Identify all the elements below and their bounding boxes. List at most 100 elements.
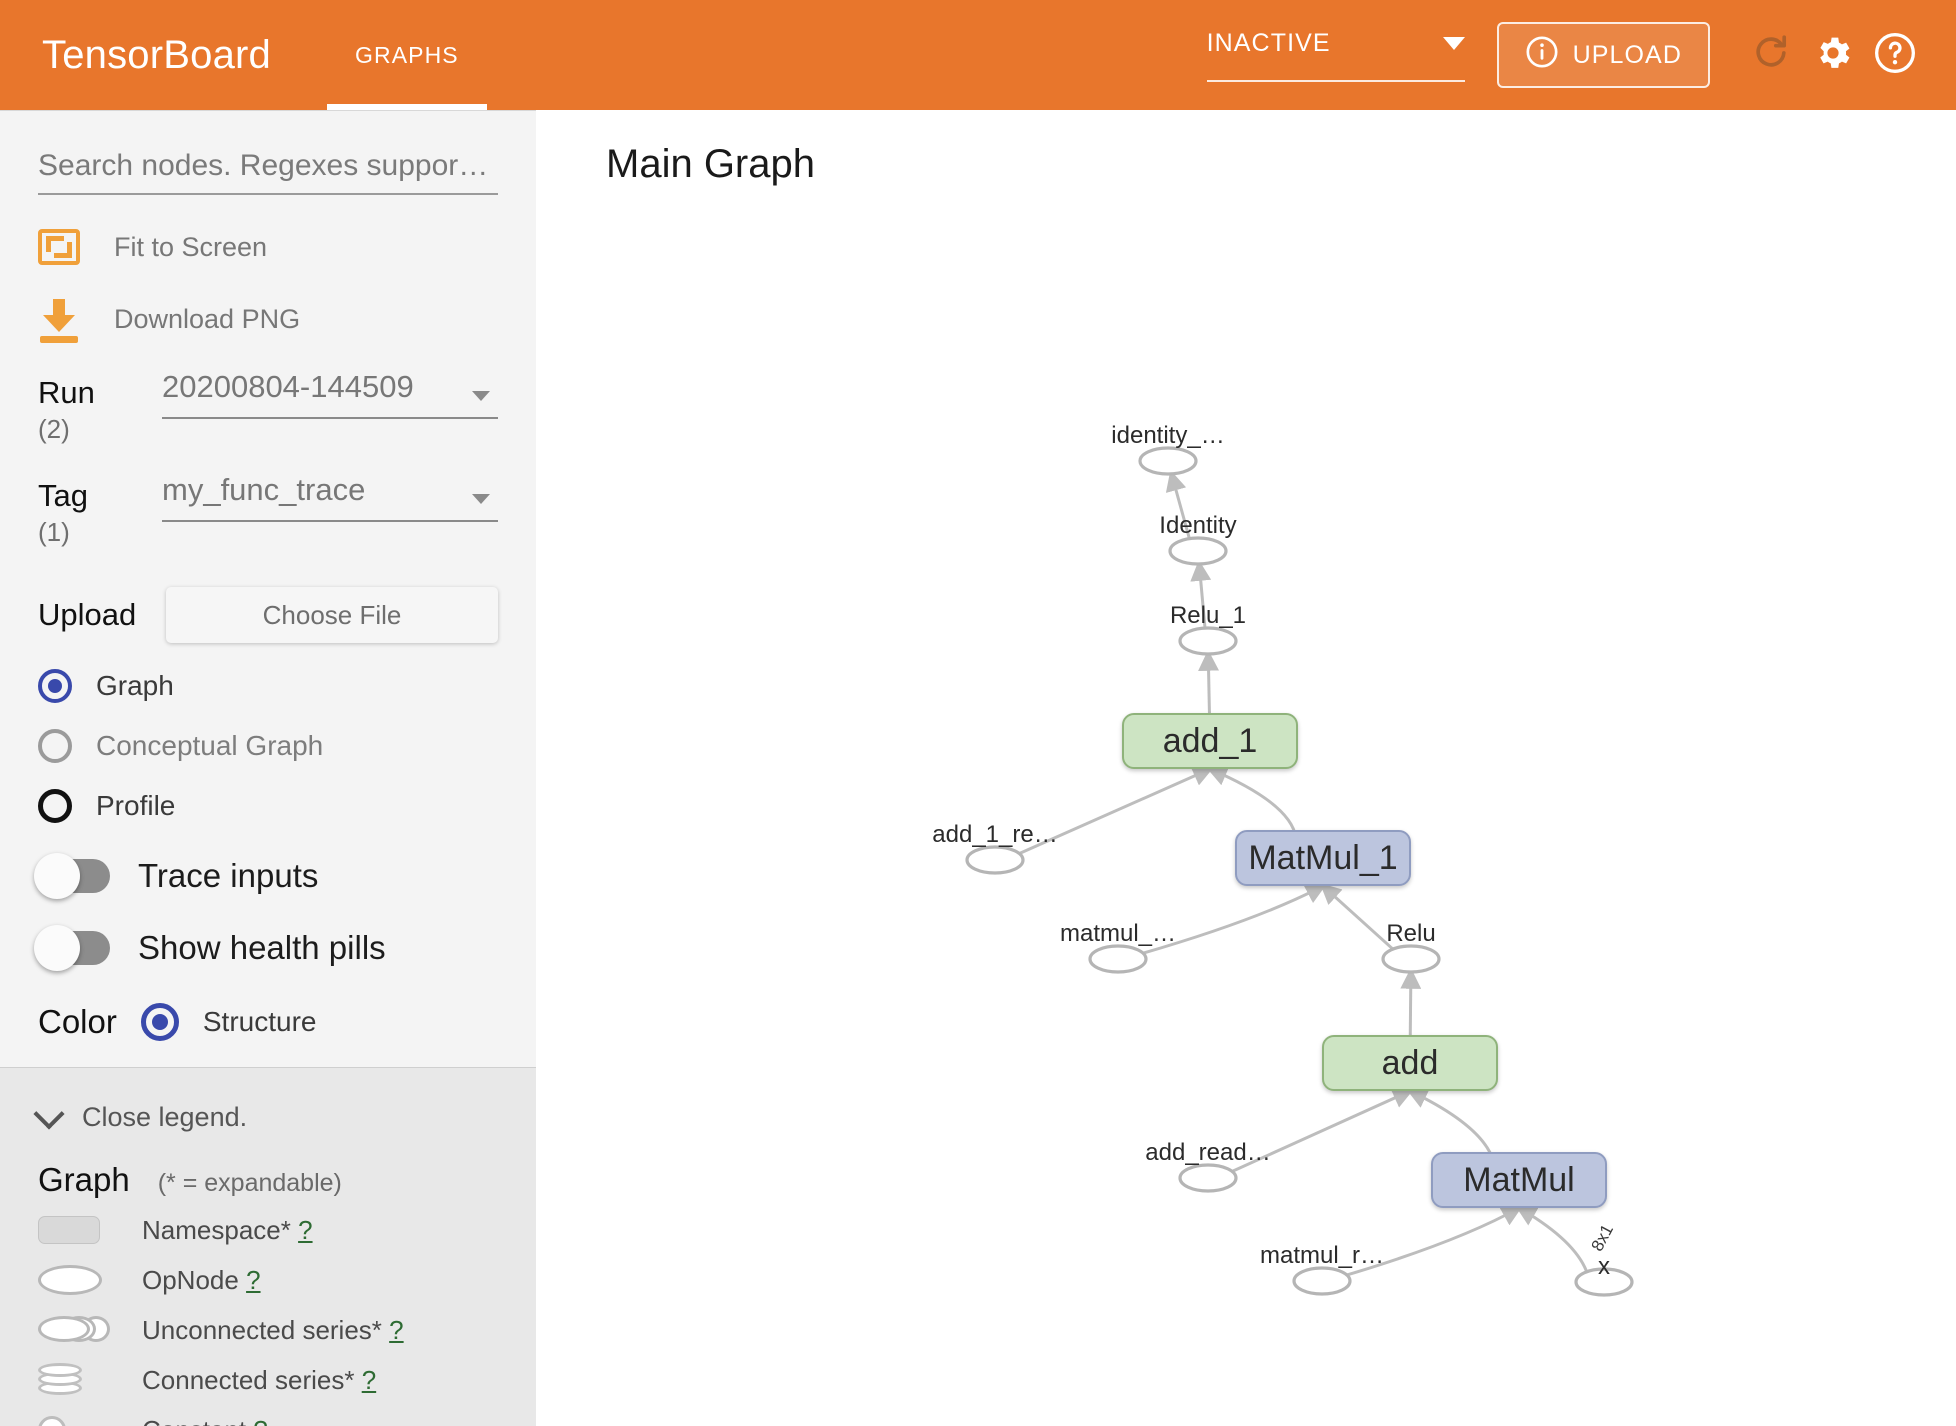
app-brand: TensorBoard [42, 32, 271, 77]
fit-to-screen-button[interactable]: Fit to Screen [38, 229, 498, 265]
graph-edge-add-to-Relu [1400, 967, 1422, 1036]
tab-graphs[interactable]: GRAPHS [327, 0, 487, 110]
tag-selector-row: Tag (1) my_func_trace [38, 472, 498, 545]
graph-edge-Relu_1-to-Identity [1190, 559, 1212, 629]
graph-node-Relu[interactable] [1381, 944, 1441, 974]
top-bar-actions: INACTIVE UPLOAD [1206, 22, 1956, 88]
radio-structure-label: Structure [202, 1006, 317, 1037]
graph-node-MatMul_1[interactable]: MatMul_1 [1235, 830, 1411, 886]
tag-select[interactable]: my_func_trace [162, 472, 498, 522]
graph-node-label-identity_out: identity_… [1111, 422, 1225, 449]
color-label: Color [38, 1003, 117, 1040]
graph-edge-add_1_read-to-add_1 [1017, 766, 1214, 856]
chevron-down-icon [33, 1097, 65, 1130]
help-circle-icon [1873, 31, 1917, 80]
opnode-swatch-icon [38, 1265, 116, 1295]
download-png-button[interactable]: Download PNG [38, 299, 498, 343]
graph-edge-matmul_read-to-MatMul [1345, 1205, 1523, 1277]
fit-to-screen-label: Fit to Screen [114, 231, 268, 262]
graph-edge-add_1-to-Relu_1 [1198, 649, 1220, 714]
graph-node-label-Identity: Identity [1159, 512, 1237, 539]
toggle-trace-inputs-switch [34, 853, 110, 899]
sidebar-controls: Fit to Screen Download PNG Run (2) 20200… [0, 149, 536, 1067]
connected-series-swatch-icon [38, 1363, 116, 1397]
radio-conceptual-graph[interactable]: Conceptual Graph [38, 729, 498, 763]
graph-node-label-matmul_read: matmul_r… [1259, 1242, 1385, 1269]
help-button[interactable] [1864, 24, 1926, 86]
tag-value: my_func_trace [162, 472, 366, 507]
run-selector-row: Run (2) 20200804-144509 [38, 369, 498, 442]
radio-profile-indicator [38, 789, 72, 823]
graph-edge-MatMul-to-add [1406, 1088, 1495, 1161]
search-input[interactable] [38, 149, 498, 183]
tab-graphs-label: GRAPHS [355, 41, 459, 68]
legend-item-constant: Constant ? [38, 1411, 498, 1426]
upload-label: Upload [38, 597, 137, 632]
tag-label: Tag [38, 478, 88, 513]
legend-namespace-help[interactable]: ? [298, 1214, 313, 1245]
download-png-label: Download PNG [114, 303, 301, 334]
graph-node-label-Relu_1: Relu_1 [1169, 602, 1247, 629]
graph-node-add[interactable]: add [1322, 1035, 1498, 1091]
graph-node-x[interactable] [1574, 1267, 1634, 1297]
legend-unconnected-series-help[interactable]: ? [389, 1314, 404, 1345]
graph-node-label-Relu: Relu [1386, 920, 1436, 947]
radio-profile[interactable]: Profile [38, 789, 498, 823]
radio-structure-indicator[interactable] [140, 1003, 179, 1041]
toggle-show-health-pills-label: Show health pills [138, 929, 386, 966]
run-select[interactable]: 20200804-144509 [162, 369, 498, 419]
legend-panel: Close legend. Graph (* = expandable) Nam… [0, 1067, 536, 1426]
graph-node-label-add_1_read: add_1_re… [932, 821, 1058, 848]
close-legend-button[interactable]: Close legend. [33, 1097, 498, 1133]
graph-node-label-matmul_1_read: matmul_… [1059, 920, 1177, 947]
nav-tabs: GRAPHS [327, 0, 487, 110]
choose-file-label: Choose File [262, 599, 402, 630]
graph-svg [965, 446, 1634, 1297]
tag-count: (1) [38, 517, 70, 547]
radio-conceptual-graph-label: Conceptual Graph [96, 730, 324, 761]
legend-opnode-help[interactable]: ? [246, 1264, 261, 1295]
upload-button[interactable]: UPLOAD [1496, 22, 1710, 88]
chevron-down-icon [1442, 36, 1465, 50]
left-sidebar: Fit to Screen Download PNG Run (2) 20200… [0, 110, 536, 1426]
unconnected-series-swatch-icon [38, 1314, 116, 1346]
legend-item-connected-series: Connected series* ? [38, 1361, 498, 1399]
toggle-show-health-pills[interactable]: Show health pills [34, 925, 498, 971]
graph-edge-matmul_1_read-to-MatMul_1 [1141, 884, 1327, 955]
legend-namespace-label: Namespace* [142, 1214, 291, 1245]
gear-icon [1812, 32, 1854, 79]
radio-graph[interactable]: Graph [38, 669, 498, 703]
status-value: INACTIVE [1206, 28, 1331, 57]
graph-node-add_1_read[interactable] [965, 845, 1025, 875]
graph-node-identity_out[interactable] [1138, 446, 1198, 476]
color-structure-row: Color Structure [38, 1003, 498, 1067]
toggle-trace-inputs[interactable]: Trace inputs [34, 853, 498, 899]
graph-node-MatMul[interactable]: MatMul [1431, 1152, 1607, 1208]
upload-button-label: UPLOAD [1572, 40, 1682, 69]
legend-item-unconnected-series: Unconnected series* ? [38, 1311, 498, 1349]
toggle-show-health-pills-switch [34, 925, 110, 971]
download-icon [38, 299, 80, 343]
toggle-trace-inputs-label: Trace inputs [138, 857, 319, 894]
top-app-bar: TensorBoard GRAPHS INACTIVE UPLOAD [0, 0, 1956, 110]
legend-connected-series-label: Connected series* [142, 1364, 355, 1395]
graph-node-Relu_1[interactable] [1178, 626, 1238, 656]
graph-edge-Identity-to-identity_out [1165, 469, 1192, 540]
graph-node-add_1[interactable]: add_1 [1122, 713, 1298, 769]
legend-header: Graph (* = expandable) [38, 1161, 498, 1199]
graph-node-matmul_1_read[interactable] [1088, 944, 1148, 974]
graph-node-add_read[interactable] [1178, 1163, 1238, 1193]
choose-file-button[interactable]: Choose File [166, 587, 498, 643]
refresh-button[interactable] [1740, 24, 1802, 86]
legend-constant-help[interactable]: ? [253, 1415, 267, 1426]
status-dropdown[interactable]: INACTIVE [1206, 28, 1465, 82]
run-value: 20200804-144509 [162, 369, 414, 404]
graph-node-Identity[interactable] [1168, 536, 1228, 566]
settings-button[interactable] [1802, 24, 1864, 86]
graph-node-matmul_read[interactable] [1292, 1266, 1352, 1296]
run-label-group: Run (2) [38, 369, 138, 442]
close-legend-label: Close legend. [82, 1102, 248, 1132]
legend-connected-series-help[interactable]: ? [361, 1364, 377, 1395]
graph-edge-add_read-to-add [1230, 1088, 1414, 1174]
